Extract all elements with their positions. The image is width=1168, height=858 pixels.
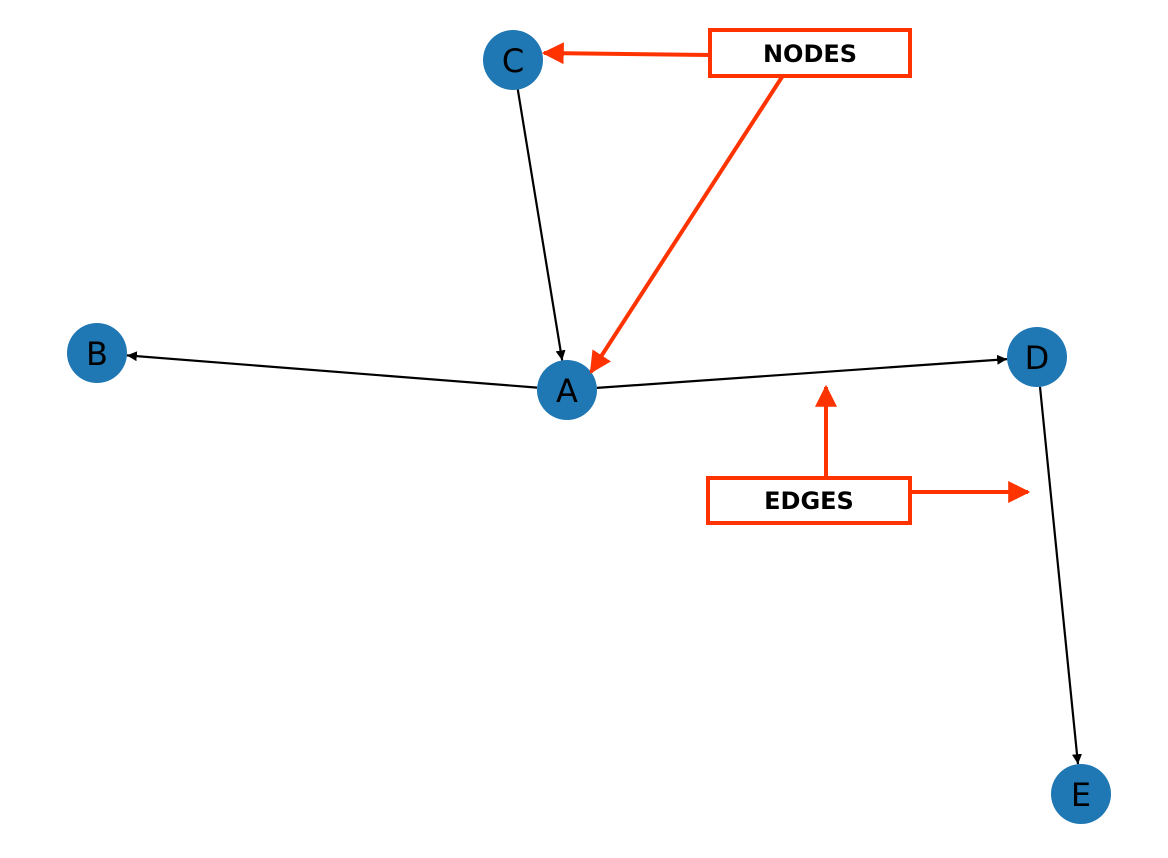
- edges-layer: [126, 89, 1082, 765]
- edges-annotation-label: EDGES: [764, 487, 854, 515]
- node-circle-E: [1051, 764, 1111, 824]
- edge-A-B: [126, 351, 538, 389]
- node-circle-D: [1007, 327, 1067, 387]
- edges-annotation: EDGES: [706, 384, 1031, 525]
- node-label-C: C: [502, 42, 524, 80]
- nodes-layer: C B A D E: [67, 30, 1111, 824]
- edge-A-D: [596, 354, 1008, 389]
- nodes-annotation-arrow-to-c: [541, 42, 711, 65]
- node-label-B: B: [86, 335, 108, 373]
- node-D: D: [1007, 327, 1067, 387]
- node-E: E: [1051, 764, 1111, 824]
- node-circle-B: [67, 323, 127, 383]
- node-label-A: A: [556, 372, 578, 410]
- node-label-E: E: [1071, 776, 1091, 814]
- node-label-D: D: [1025, 339, 1050, 377]
- nodes-annotation: NODES: [541, 28, 912, 374]
- edge-C-A: [516, 89, 566, 361]
- nodes-annotation-box: [708, 28, 912, 78]
- node-A: A: [537, 360, 597, 420]
- edges-annotation-box: [706, 476, 912, 525]
- node-C: C: [483, 30, 543, 90]
- nodes-annotation-arrow-to-a: [589, 75, 784, 374]
- edge-D-E: [1038, 386, 1082, 765]
- node-circle-A: [537, 360, 597, 420]
- nodes-annotation-label: NODES: [763, 40, 857, 68]
- node-B: B: [67, 323, 127, 383]
- node-circle-C: [483, 30, 543, 90]
